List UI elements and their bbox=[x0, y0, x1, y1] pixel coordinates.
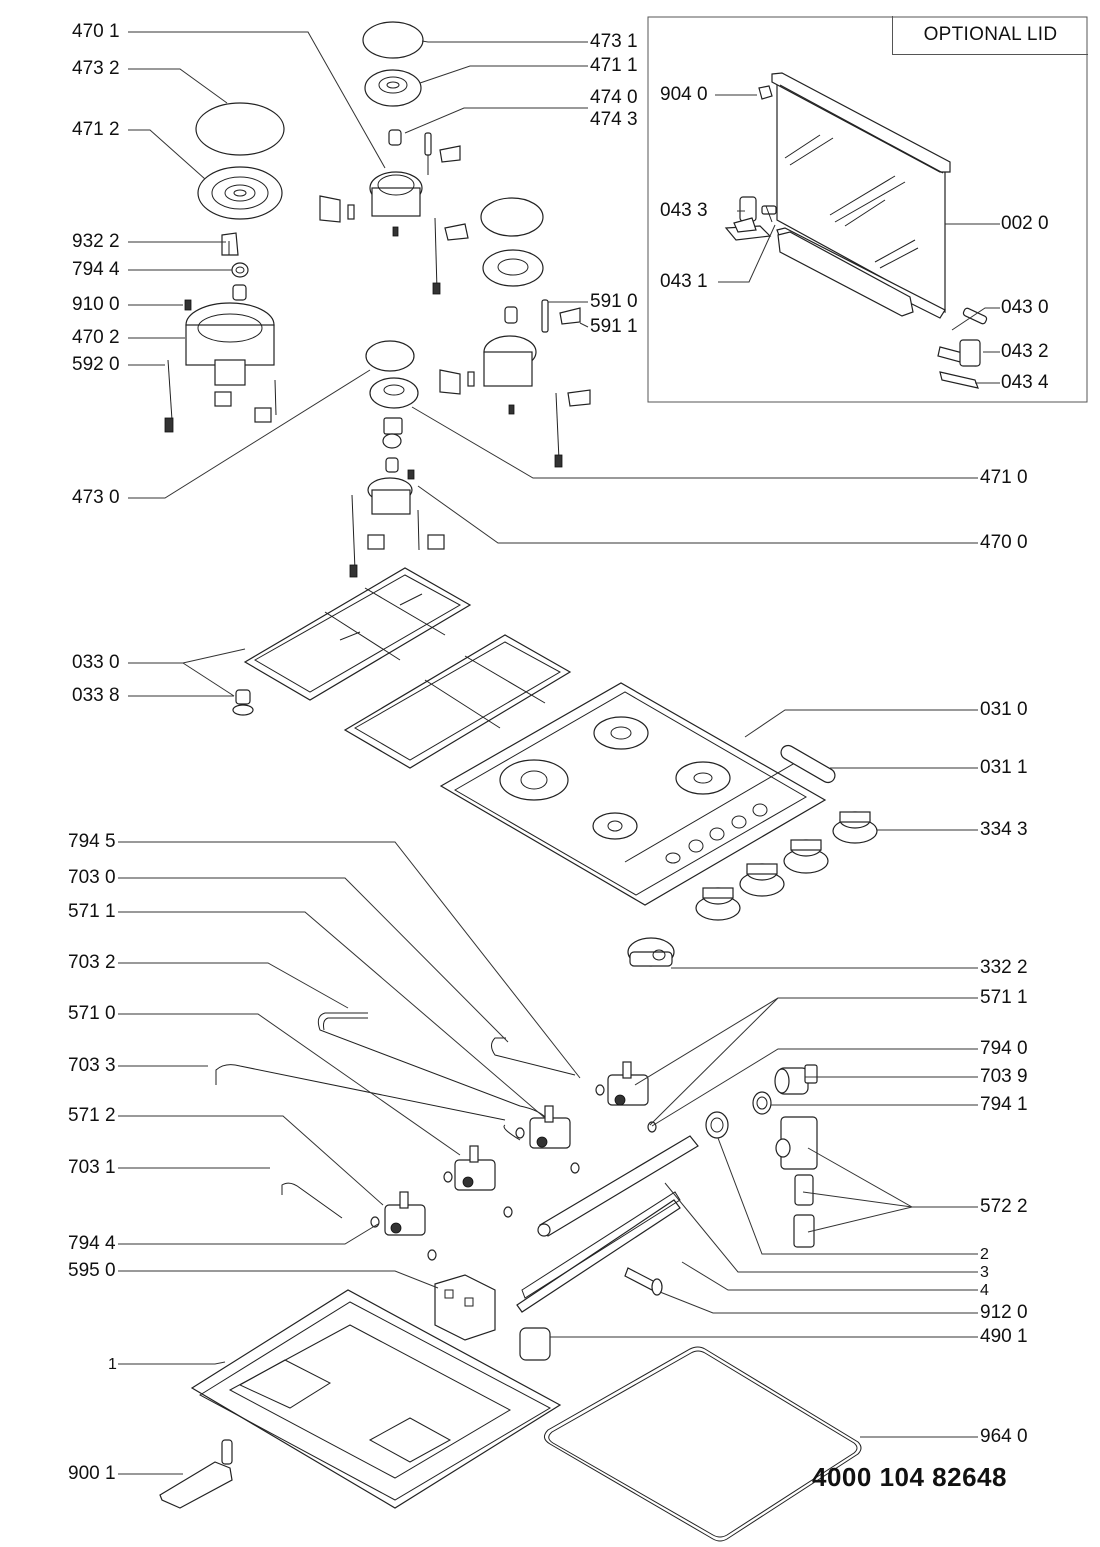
part-label-031-1: 031 1 bbox=[980, 757, 1028, 778]
optional-lid-frame bbox=[647, 16, 1088, 403]
washer-794-1 bbox=[752, 1091, 772, 1115]
pan-support-right bbox=[343, 634, 572, 769]
ignition-button-332-2 bbox=[627, 937, 675, 967]
part-label-703-9: 703 9 bbox=[980, 1066, 1028, 1087]
spark-generator-595-0 bbox=[434, 1274, 496, 1341]
gas-taps bbox=[370, 1061, 657, 1261]
cable-clip-490-1 bbox=[519, 1327, 551, 1361]
part-label-4: 4 bbox=[980, 1282, 989, 1299]
part-label-912-0: 912 0 bbox=[980, 1302, 1028, 1323]
part-label-473-2: 473 2 bbox=[72, 58, 120, 79]
part-label-592-0: 592 0 bbox=[72, 354, 120, 375]
part-label-471-0: 471 0 bbox=[980, 467, 1028, 488]
part-label-794-1: 794 1 bbox=[980, 1094, 1028, 1115]
part-label-591-0: 591 0 bbox=[590, 291, 638, 312]
gas-inlet-elbow-703-9 bbox=[774, 1064, 818, 1095]
part-label-794-0: 794 0 bbox=[980, 1038, 1028, 1059]
part-label-703-0: 703 0 bbox=[68, 867, 116, 888]
part-label-595-0: 595 0 bbox=[68, 1260, 116, 1281]
part-label-471-1: 471 1 bbox=[590, 55, 638, 76]
control-bracket bbox=[516, 1191, 681, 1313]
part-label-571-1-left: 571 1 bbox=[68, 901, 116, 922]
burner-rear-middle bbox=[319, 21, 469, 295]
part-label-043-2: 043 2 bbox=[1001, 341, 1049, 362]
part-label-794-4-top: 794 4 bbox=[72, 259, 120, 280]
part-label-033-8: 033 8 bbox=[72, 685, 120, 706]
part-label-794-4-bottom: 794 4 bbox=[68, 1233, 116, 1254]
seal-964-0 bbox=[544, 1346, 862, 1542]
part-label-470-1: 470 1 bbox=[72, 21, 120, 42]
part-label-904-0: 904 0 bbox=[660, 84, 708, 105]
part-label-470-0: 470 0 bbox=[980, 532, 1028, 553]
base-tray-1 bbox=[190, 1289, 562, 1509]
part-label-471-2: 471 2 bbox=[72, 119, 120, 140]
part-label-703-2: 703 2 bbox=[68, 952, 116, 973]
part-label-703-3: 703 3 bbox=[68, 1055, 116, 1076]
part-label-910-0: 910 0 bbox=[72, 294, 120, 315]
burner-rear-left-large bbox=[164, 102, 285, 433]
lid-bumper-904 bbox=[758, 85, 773, 100]
part-label-703-1: 703 1 bbox=[68, 1157, 116, 1178]
document-number: 4000 104 82648 bbox=[812, 1462, 1007, 1492]
lid-glass-panel bbox=[771, 72, 951, 319]
part-label-334-3: 334 3 bbox=[980, 819, 1028, 840]
part-label-043-0: 043 0 bbox=[1001, 297, 1049, 318]
part-label-490-1: 490 1 bbox=[980, 1326, 1028, 1347]
part-label-1: 1 bbox=[108, 1356, 117, 1373]
part-label-031-0: 031 0 bbox=[980, 699, 1028, 720]
part-label-591-1: 591 1 bbox=[590, 316, 638, 337]
manifold-nut bbox=[705, 1111, 729, 1139]
lid-hinge-right-043-2 bbox=[937, 307, 988, 389]
part-label-572-2: 572 2 bbox=[980, 1196, 1028, 1217]
gas-manifold-rail bbox=[537, 1135, 699, 1237]
part-label-473-0: 473 0 bbox=[72, 487, 120, 508]
part-label-043-3: 043 3 bbox=[660, 200, 708, 221]
part-label-043-4: 043 4 bbox=[1001, 372, 1049, 393]
gas-regulator-572-2 bbox=[775, 1116, 818, 1248]
part-label-794-5: 794 5 bbox=[68, 831, 116, 852]
part-label-571-2: 571 2 bbox=[68, 1105, 116, 1126]
part-label-043-1: 043 1 bbox=[660, 271, 708, 292]
hob-top-plate-031-0 bbox=[439, 682, 827, 906]
pan-support-left bbox=[243, 567, 472, 701]
rubber-foot-033-8 bbox=[232, 689, 254, 716]
screw-912-0 bbox=[624, 1267, 663, 1296]
part-label-3: 3 bbox=[980, 1264, 989, 1281]
part-label-964-0: 964 0 bbox=[980, 1426, 1028, 1447]
fixing-bracket-900-1 bbox=[159, 1439, 233, 1509]
part-label-571-0: 571 0 bbox=[68, 1003, 116, 1024]
gas-pipes bbox=[215, 1012, 576, 1219]
burner-front-right bbox=[439, 197, 591, 468]
lid-hinge-left-043-3 bbox=[724, 196, 777, 241]
part-label-2: 2 bbox=[980, 1246, 989, 1263]
optional-lid-title: OPTIONAL LID bbox=[892, 16, 1088, 55]
part-label-900-1: 900 1 bbox=[68, 1463, 116, 1484]
part-label-474-3: 474 3 bbox=[590, 109, 638, 130]
part-label-932-2: 932 2 bbox=[72, 231, 120, 252]
burner-front-small bbox=[349, 340, 445, 578]
part-label-473-1: 473 1 bbox=[590, 31, 638, 52]
control-knobs-334-3 bbox=[695, 811, 878, 921]
leader-lines bbox=[118, 31, 1000, 1475]
optional-lid-section bbox=[647, 16, 1088, 403]
part-label-002-0: 002 0 bbox=[1001, 213, 1049, 234]
part-label-033-0: 033 0 bbox=[72, 652, 120, 673]
part-label-571-1-right: 571 1 bbox=[980, 987, 1028, 1008]
part-label-474-0: 474 0 bbox=[590, 87, 638, 108]
part-label-332-2: 332 2 bbox=[980, 957, 1028, 978]
part-label-470-2: 470 2 bbox=[72, 327, 120, 348]
badge-031-1 bbox=[780, 744, 836, 784]
